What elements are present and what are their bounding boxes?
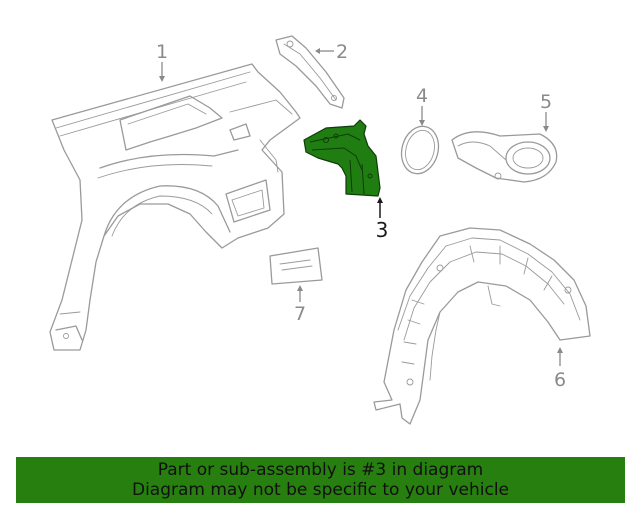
callout-6: 6 [554,369,566,391]
part-3-highlighted [303,119,381,197]
part-5-fuel-housing [451,131,558,183]
callout-4: 4 [416,85,428,107]
part-6-wheelhouse-liner [373,227,591,425]
part-4-fuel-door [400,125,440,175]
banner-line-2: Diagram may not be specific to your vehi… [131,480,509,500]
callout-3: 3 [376,218,389,242]
callout-7: 7 [294,303,306,325]
callout-1: 1 [156,41,168,63]
banner-line-1: Part or sub-assembly is #3 in diagram [157,460,484,480]
part-7-patch [269,247,323,285]
info-banner: Part or sub-assembly is #3 in diagram Di… [16,457,625,503]
callout-5: 5 [540,91,552,113]
callout-2: 2 [336,41,348,63]
part-2-bracket [275,35,345,109]
part-1-quarter-panel [49,63,301,351]
